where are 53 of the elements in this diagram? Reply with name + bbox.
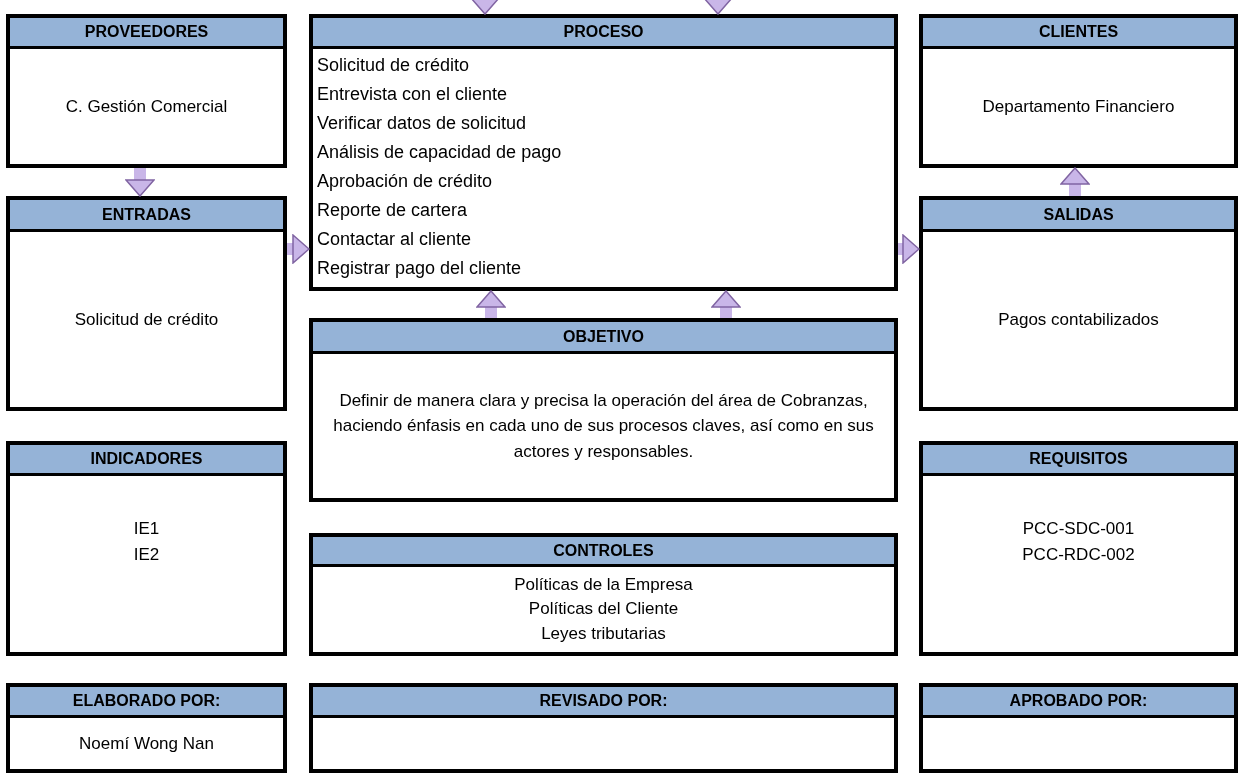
- body-text: Noemí Wong Nan: [79, 732, 214, 755]
- process-step: Aprobación de crédito: [317, 167, 493, 196]
- body-text: Departamento Financiero: [982, 95, 1175, 118]
- block-arrow: [711, 290, 741, 318]
- body-text: Pagos contabilizados: [998, 308, 1159, 331]
- body-text: Políticas del Cliente: [528, 598, 679, 621]
- section-header: ELABORADO POR:: [10, 687, 283, 718]
- process-step: Análisis de capacidad de pago: [317, 138, 562, 167]
- process-step: Reporte de cartera: [317, 196, 468, 225]
- block-arrow: [125, 168, 155, 197]
- body-text: Leyes tributarias: [541, 622, 666, 645]
- section-box: [6, 196, 287, 411]
- section-box: [309, 533, 898, 656]
- section-box: [309, 683, 898, 773]
- body-text: Definir de manera clara y precisa la operación del área de Cobranzas, haciendo énfasis en cada uno de sus procesos claves, así como en sus actores y responsables.: [332, 389, 875, 463]
- section-box: [919, 683, 1238, 773]
- section-box: [309, 14, 898, 291]
- section-header: PROCESO: [313, 18, 894, 49]
- body-text: Políticas de la Empresa: [514, 573, 693, 596]
- process-step: Entrevista con el cliente: [317, 80, 508, 109]
- block-arrow: [703, 0, 733, 15]
- section-box: [919, 441, 1238, 656]
- process-step: Contactar al cliente: [317, 225, 472, 254]
- block-arrow: [287, 234, 310, 264]
- section-box: [919, 14, 1238, 168]
- section-box: [6, 14, 287, 168]
- section-box: [309, 318, 898, 502]
- process-step: Solicitud de crédito: [317, 51, 470, 80]
- section-header: REQUISITOS: [923, 445, 1234, 476]
- block-arrow: [476, 290, 506, 318]
- body-text: IE1: [133, 518, 160, 540]
- section-box: [6, 441, 287, 656]
- section-box: [6, 683, 287, 773]
- section-header: APROBADO POR:: [923, 687, 1234, 718]
- section-header: OBJETIVO: [313, 322, 894, 354]
- process-step: Verificar datos de solicitud: [317, 109, 527, 138]
- section-header: SALIDAS: [923, 200, 1234, 232]
- section-header: REVISADO POR:: [313, 687, 894, 718]
- body-text: C. Gestión Comercial: [65, 95, 228, 118]
- block-arrow: [1060, 167, 1090, 196]
- section-header: CONTROLES: [313, 537, 894, 567]
- section-header: ENTRADAS: [10, 200, 283, 232]
- block-arrow: [898, 234, 920, 264]
- section-header: CLIENTES: [923, 18, 1234, 49]
- body-text: Solicitud de crédito: [74, 308, 219, 331]
- body-text: PCC-SDC-001: [1022, 518, 1135, 540]
- section-header: INDICADORES: [10, 445, 283, 476]
- block-arrow: [470, 0, 500, 15]
- body-text: IE2: [133, 543, 160, 566]
- section-box: [919, 196, 1238, 411]
- section-header: PROVEEDORES: [10, 18, 283, 49]
- body-text: PCC-RDC-002: [1022, 543, 1135, 566]
- process-step: Registrar pago del cliente: [317, 254, 522, 283]
